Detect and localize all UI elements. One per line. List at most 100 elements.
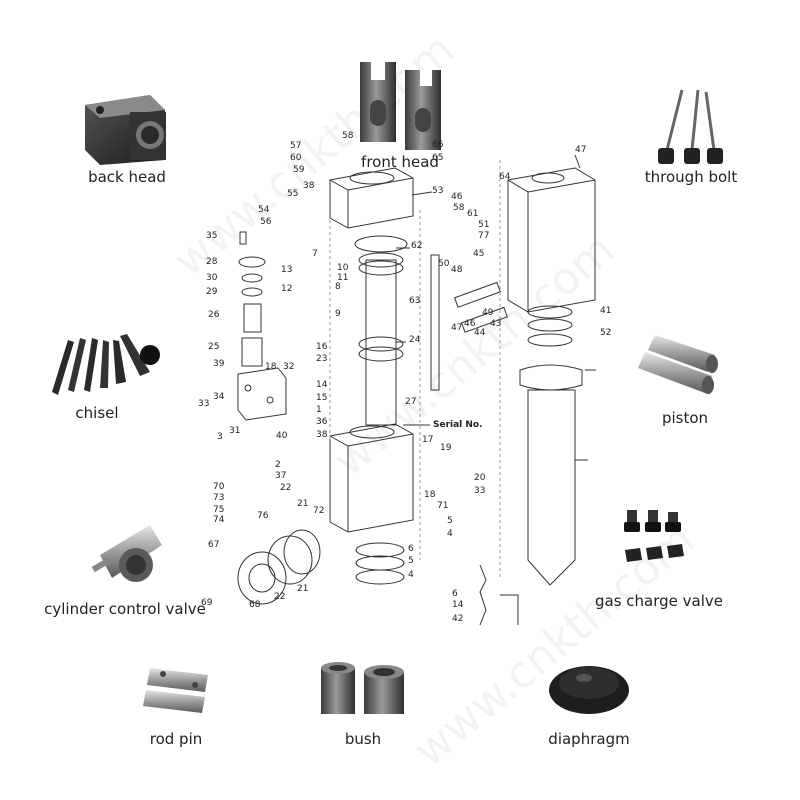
- callout-62: 62: [411, 241, 422, 251]
- callout-4: 4: [447, 529, 453, 539]
- caption-gas-charge-valve: gas charge valve: [594, 592, 724, 610]
- callout-14: 14: [452, 600, 464, 610]
- callout-7: 7: [312, 249, 318, 259]
- bush-image: [321, 662, 404, 714]
- callout-14: 14: [316, 380, 328, 390]
- callout-53: 53: [432, 186, 443, 196]
- callout-12: 12: [281, 284, 292, 294]
- callout-51: 51: [478, 220, 489, 230]
- callout-75: 75: [213, 505, 224, 515]
- caption-diaphragm: diaphragm: [548, 730, 630, 748]
- caption-rod-pin: rod pin: [149, 730, 203, 748]
- callout-18: 18: [265, 362, 277, 372]
- callout-16: 16: [316, 342, 328, 352]
- callout-50: 50: [438, 259, 450, 269]
- through-bolt-image: [658, 89, 723, 164]
- callout-numbers: 5758605966655354553856352830292625713121…: [198, 131, 611, 624]
- callout-47: 47: [575, 145, 586, 155]
- callout-66: 66: [432, 140, 444, 150]
- callout-25: 25: [208, 342, 219, 352]
- callout-77: 77: [478, 231, 489, 241]
- callout-30: 30: [206, 273, 218, 283]
- callout-59: 59: [293, 165, 305, 175]
- front-head-image: [360, 62, 441, 150]
- callout-24: 24: [409, 335, 421, 345]
- callout-57: 57: [290, 141, 301, 151]
- callout-39: 39: [213, 359, 225, 369]
- callout-32: 32: [283, 362, 294, 372]
- diaphragm-image: [549, 666, 629, 714]
- callout-61: 61: [467, 209, 478, 219]
- callout-33: 33: [474, 486, 485, 496]
- callout-64: 64: [499, 172, 511, 182]
- callout-4: 4: [408, 570, 414, 580]
- caption-piston: piston: [661, 409, 709, 427]
- piston-image: [638, 335, 718, 394]
- cylinder-control-valve-image: [91, 525, 162, 582]
- callout-18: 18: [424, 490, 436, 500]
- callout-9: 9: [335, 309, 341, 319]
- callout-69: 69: [201, 598, 213, 608]
- callout-52: 52: [600, 328, 611, 338]
- callout-63: 63: [409, 296, 420, 306]
- callout-5: 5: [408, 556, 414, 566]
- callout-68: 68: [249, 600, 261, 610]
- callout-38: 38: [316, 430, 328, 440]
- callout-56: 56: [260, 217, 272, 227]
- caption-cylinder-control-valve: cylinder control valve: [44, 600, 206, 618]
- callout-21: 21: [297, 499, 308, 509]
- callout-8: 8: [335, 282, 341, 292]
- callout-23: 23: [316, 354, 327, 364]
- callout-73: 73: [213, 493, 224, 503]
- callout-47: 47: [451, 323, 462, 333]
- callout-11: 11: [337, 273, 348, 283]
- callout-54: 54: [258, 205, 270, 215]
- back-head-image: [85, 95, 166, 165]
- callout-13: 13: [281, 265, 292, 275]
- callout-44: 44: [474, 328, 486, 338]
- callout-70: 70: [213, 482, 225, 492]
- callout-48: 48: [451, 265, 463, 275]
- caption-bush: bush: [344, 730, 382, 748]
- callout-65: 65: [432, 153, 443, 163]
- callout-17: 17: [422, 435, 433, 445]
- callout-74: 74: [213, 515, 225, 525]
- callout-46: 46: [464, 319, 476, 329]
- callout-27: 27: [405, 397, 416, 407]
- callout-22: 22: [274, 592, 285, 602]
- callout-33: 33: [198, 399, 209, 409]
- callout-35: 35: [206, 231, 217, 241]
- callout-22: 22: [280, 483, 291, 493]
- callout-58: 58: [453, 203, 465, 213]
- callout-20: 20: [474, 473, 486, 483]
- caption-front-head: front head: [361, 153, 439, 171]
- callout-46: 46: [451, 192, 463, 202]
- callout-60: 60: [290, 153, 302, 163]
- callout-10: 10: [337, 263, 349, 273]
- callout-21: 21: [297, 584, 308, 594]
- caption-chisel: chisel: [75, 404, 119, 422]
- callout-28: 28: [206, 257, 218, 267]
- callout-15: 15: [316, 393, 327, 403]
- callout-71: 71: [437, 501, 448, 511]
- callout-58: 58: [342, 131, 354, 141]
- chisel-image: [52, 334, 160, 395]
- caption-back-head: back head: [88, 168, 166, 186]
- callout-34: 34: [213, 392, 225, 402]
- callout-43: 43: [490, 319, 501, 329]
- callout-40: 40: [276, 431, 288, 441]
- callout-55: 55: [287, 189, 298, 199]
- callout-29: 29: [206, 287, 218, 297]
- serial-no-label: Serial No.: [433, 420, 483, 430]
- callout-76: 76: [257, 511, 269, 521]
- callout-41: 41: [600, 306, 611, 316]
- callout-2: 2: [275, 460, 281, 470]
- gas-charge-valve-image: [624, 510, 684, 562]
- callout-49: 49: [482, 308, 494, 318]
- callout-26: 26: [208, 310, 220, 320]
- callout-31: 31: [229, 426, 240, 436]
- callout-38: 38: [303, 181, 315, 191]
- exploded-diagram: [237, 154, 596, 626]
